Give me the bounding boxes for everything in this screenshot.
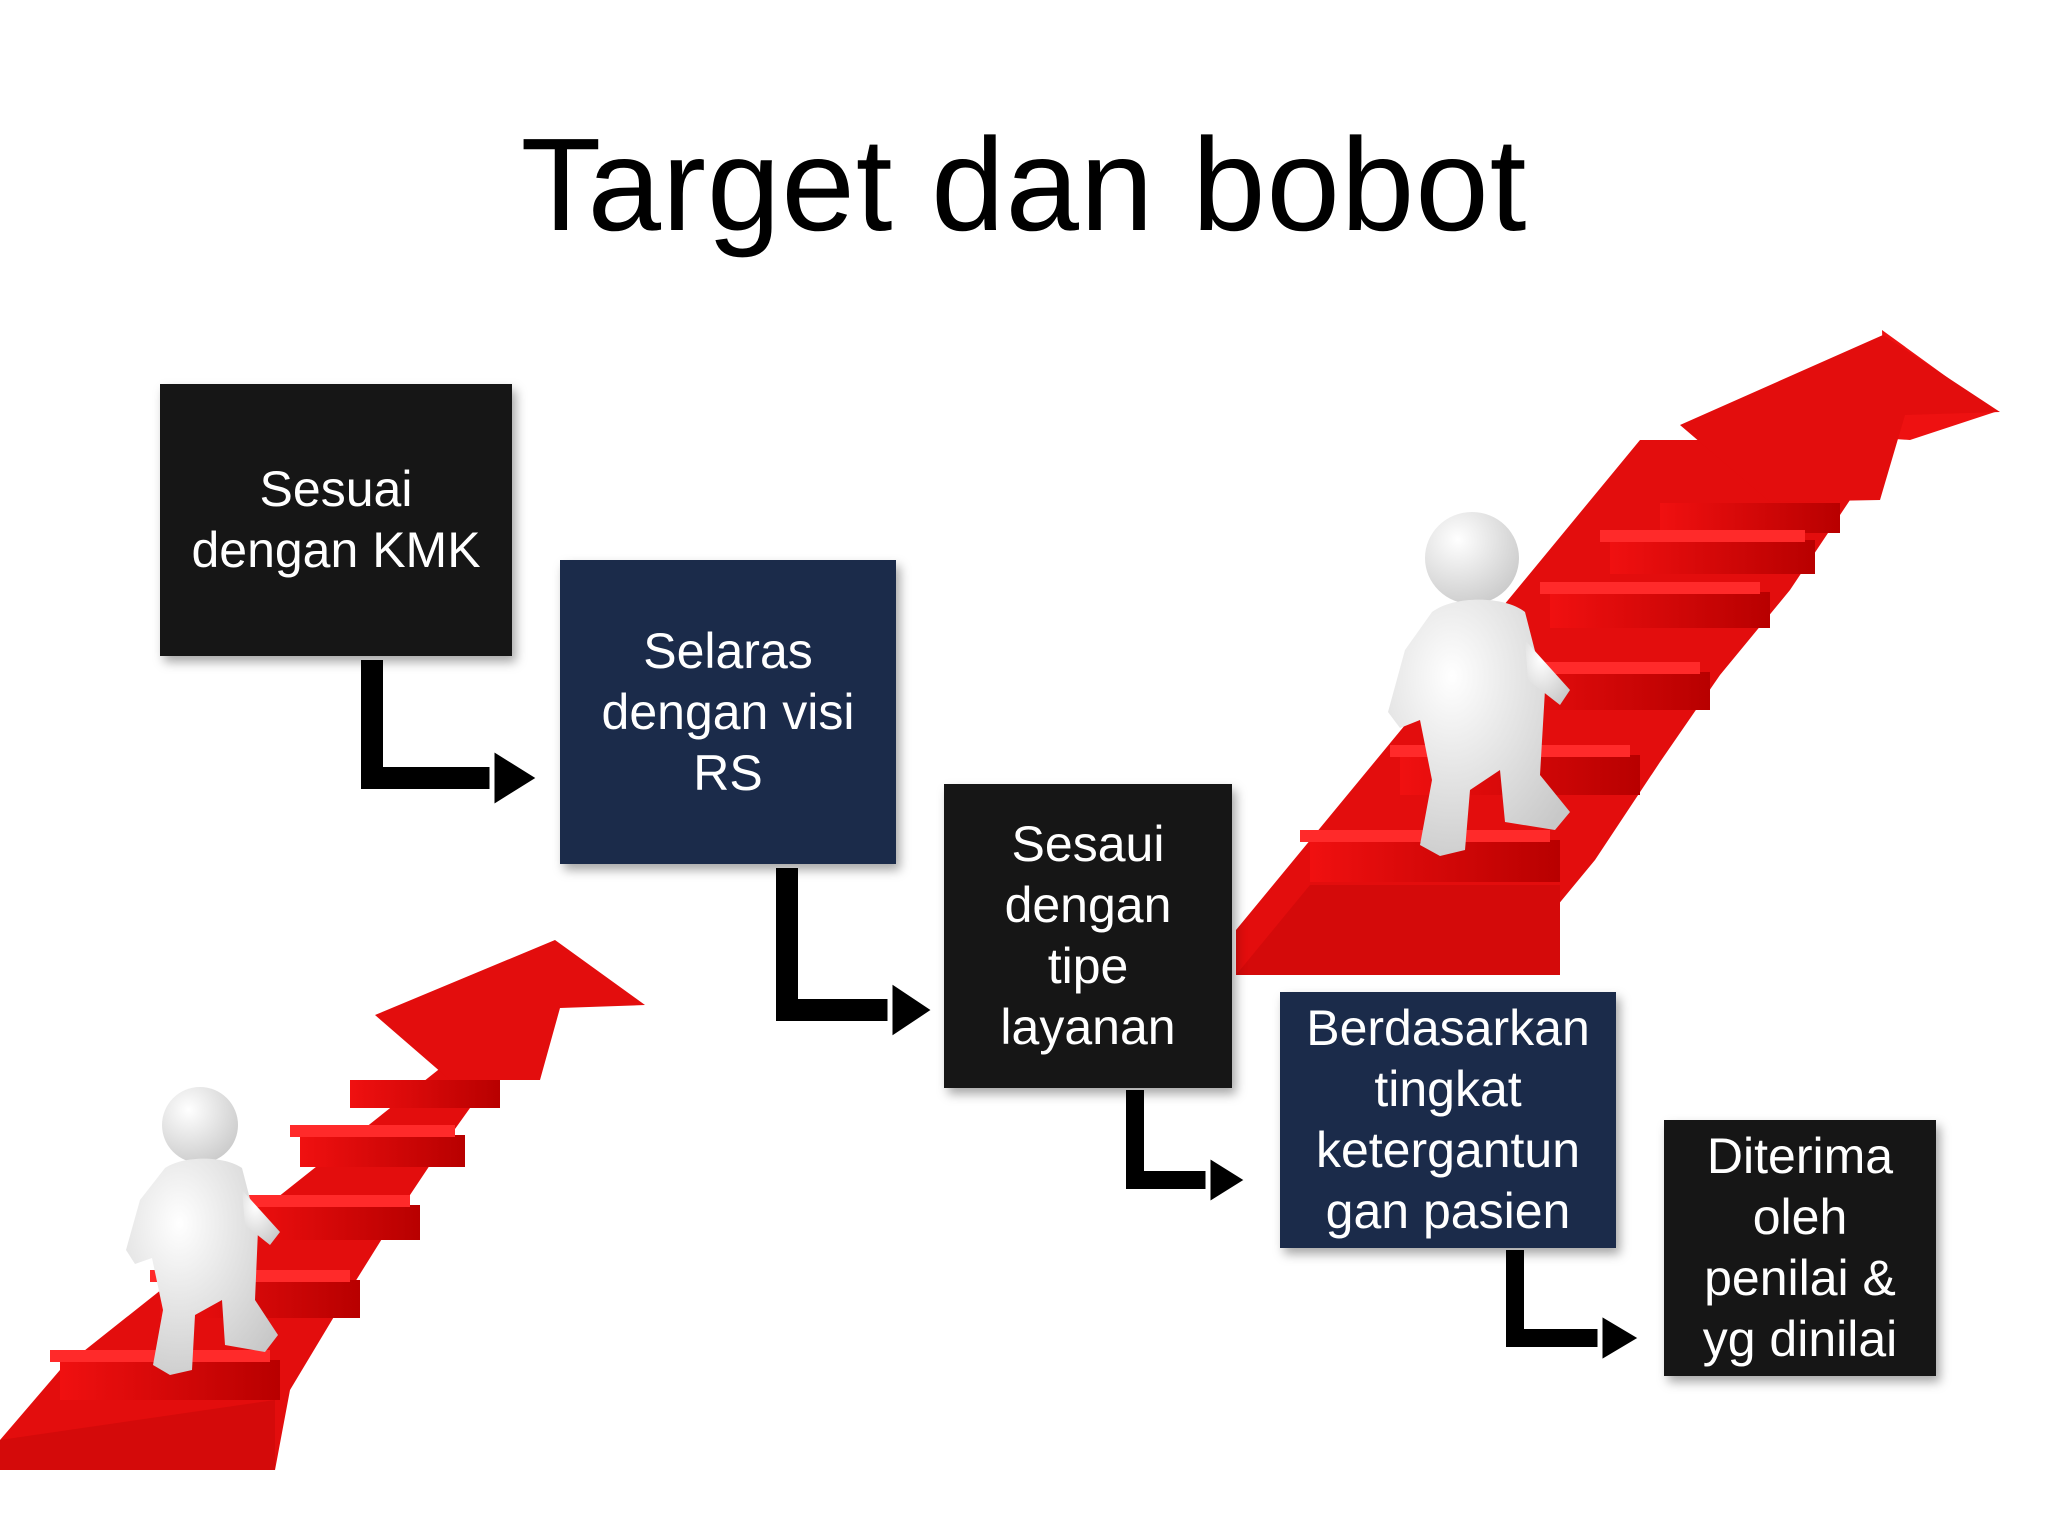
elbow-arrow-2-icon	[769, 868, 940, 1045]
step-2-box: Selaras dengan visi RS	[560, 560, 896, 864]
step-3-label: Sesaui dengan tipe layanan	[1000, 816, 1176, 1055]
walking-figure-right-icon	[1388, 512, 1570, 856]
step-3-box: Sesaui dengan tipe layanan	[944, 784, 1232, 1088]
step-4-box: Berdasarkan tingkat ketergantun gan pasi…	[1280, 992, 1616, 1248]
elbow-arrow-4-icon	[1500, 1250, 1647, 1368]
step-2-label: Selaras dengan visi RS	[601, 622, 855, 801]
step-1-box: Sesuai dengan KMK	[160, 384, 512, 656]
elbow-arrows	[354, 660, 1647, 1368]
staircase-left-icon	[0, 940, 645, 1470]
walking-figure-left-icon	[126, 1087, 280, 1375]
step-5-label: Diterima oleh penilai & yg dinilai	[1702, 1128, 1898, 1367]
elbow-arrow-3-icon	[1120, 1090, 1253, 1210]
step-4-label: Berdasarkan tingkat ketergantun gan pasi…	[1306, 1000, 1590, 1239]
staircase-right-icon	[1236, 330, 2000, 975]
step-1-label: Sesuai dengan KMK	[191, 461, 481, 578]
slide-title: Target dan bobot	[520, 111, 1528, 258]
elbow-arrow-1-icon	[354, 660, 545, 813]
step-5-box: Diterima oleh penilai & yg dinilai	[1664, 1120, 1936, 1376]
